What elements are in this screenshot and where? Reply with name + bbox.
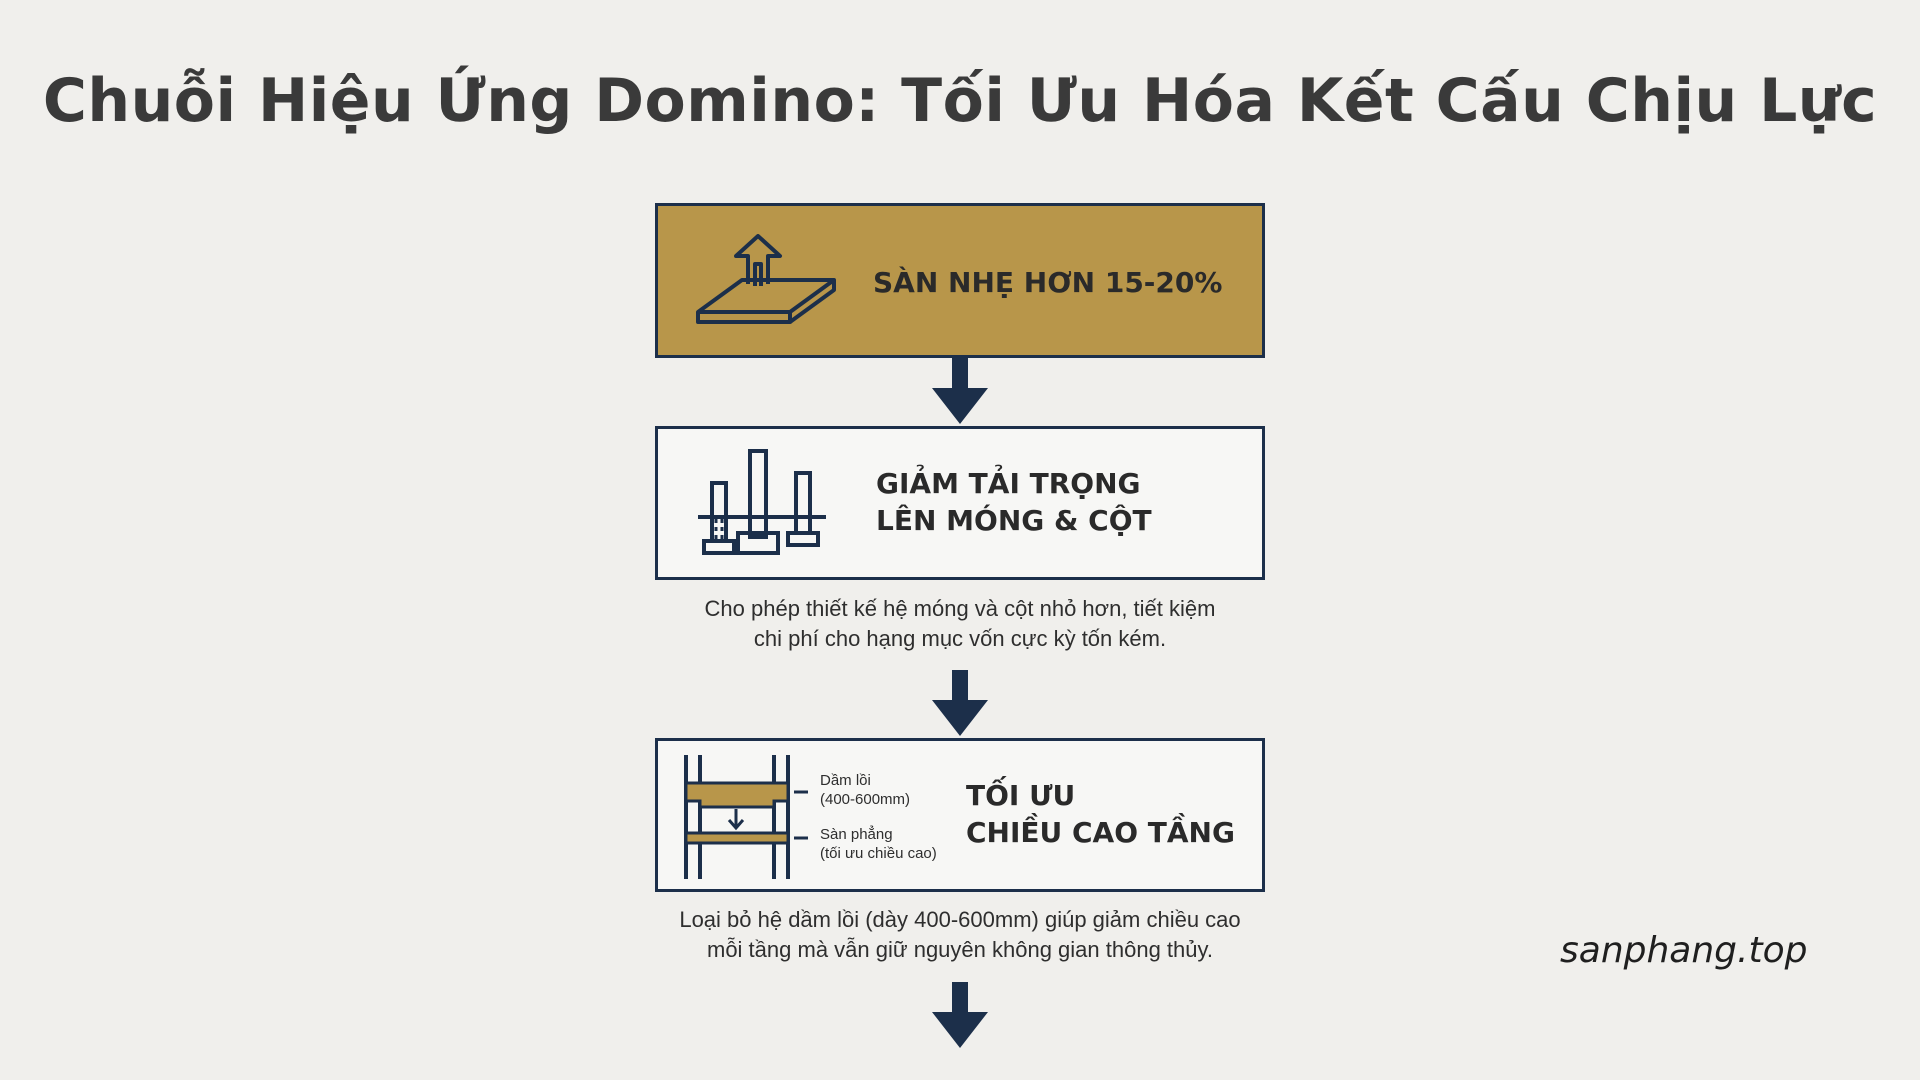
down-arrow-icon (932, 982, 988, 1048)
down-arrow-icon (932, 670, 988, 736)
step-3-description: Loại bỏ hệ dầm lồi (dày 400-600mm) giúp … (679, 907, 1241, 962)
page-title: Chuỗi Hiệu Ứng Domino: Tối Ưu Hóa Kết Cấ… (42, 66, 1878, 136)
beam-annotation: Dầm lồi (400-600mm) (820, 772, 911, 808)
flat-slab-annotation: Sàn phẳng (tối ưu chiều cao) (820, 826, 937, 862)
floor-height-frame-icon (684, 755, 808, 879)
lightweight-slab-up-arrow-icon (696, 234, 836, 324)
down-arrow-icon (932, 358, 988, 424)
step-2-description: Cho phép thiết kế hệ móng và cột nhỏ hơn… (704, 596, 1216, 651)
step-box-optimize-height: Dầm lồi (400-600mm) Sàn phẳng (tối ưu ch… (655, 738, 1265, 892)
step-1-label: SÀN NHẸ HƠN 15-20% (873, 266, 1223, 299)
step-3-label: TỐI ƯU CHIỀU CAO TẦNG (966, 779, 1235, 849)
step-box-lighter-slab: SÀN NHẸ HƠN 15-20% (655, 203, 1265, 358)
watermark: sanphang.top (1560, 930, 1808, 971)
step-box-reduce-load: GIẢM TẢI TRỌNG LÊN MÓNG & CỘT (655, 426, 1265, 580)
columns-foundations-icon (698, 449, 826, 555)
step-2-label: GIẢM TẢI TRỌNG LÊN MÓNG & CỘT (876, 467, 1152, 537)
